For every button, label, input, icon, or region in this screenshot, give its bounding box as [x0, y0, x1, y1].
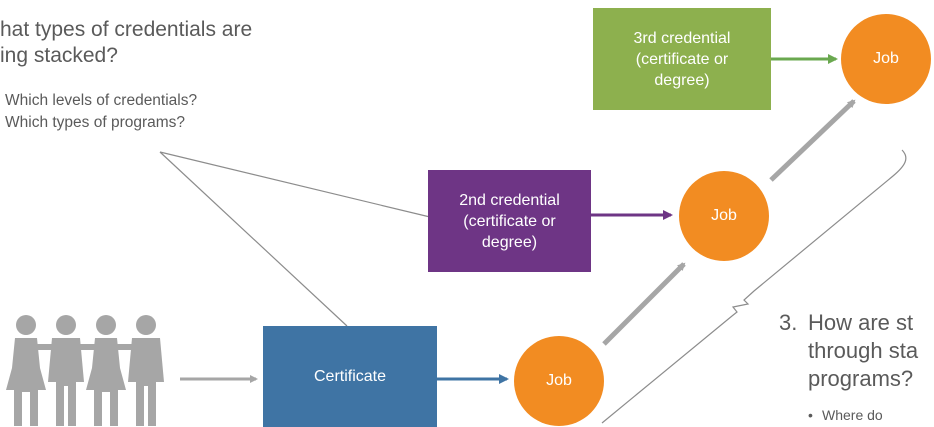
certificate-label: Certificate [313, 368, 387, 385]
job-node-1-label: Job [546, 372, 572, 389]
people-group-icon [6, 315, 164, 426]
question-title-line1: hat types of credentials are [0, 18, 253, 41]
pathway-brace [601, 149, 907, 424]
third-credential-line1: 3rd credential [633, 29, 731, 47]
job-node-1: Job [514, 336, 604, 426]
second-credential-line2: (certificate or [463, 212, 556, 230]
arrow-job1-to-job2 [602, 262, 686, 346]
second-credential-box: 2nd credential (certificate or degree) [428, 170, 591, 272]
third-credential-line2: (certificate or [635, 50, 729, 68]
job-node-3-label: Job [873, 50, 899, 67]
arrow-job2-to-job3 [769, 99, 856, 182]
callout-line-to-second-credential [159, 151, 431, 218]
third-credential-box: 3rd credential (certificate or degree) [593, 8, 771, 110]
third-credential-line3: degree) [654, 71, 710, 89]
job-node-2-label: Job [711, 207, 737, 224]
job-node-3: Job [841, 14, 931, 104]
question3-number: 3. [779, 310, 798, 335]
job-node-2: Job [679, 171, 769, 261]
second-credential-line1: 2nd credential [459, 191, 560, 209]
question3-line1: How are st [808, 310, 914, 335]
question3-line3: programs? [808, 366, 914, 391]
question3-line2: through sta [808, 338, 919, 363]
question-sub-types: Which types of programs? [5, 114, 186, 131]
question-sub-levels: Which levels of credentials? [5, 92, 198, 109]
question3-bullet-marker: • [808, 407, 813, 423]
second-credential-line3: degree) [481, 233, 538, 251]
certificate-box: Certificate [263, 326, 437, 427]
question3-bullet: Where do [822, 407, 883, 423]
callout-line-to-certificate [159, 151, 348, 327]
question-title-line2: ing stacked? [0, 44, 118, 67]
